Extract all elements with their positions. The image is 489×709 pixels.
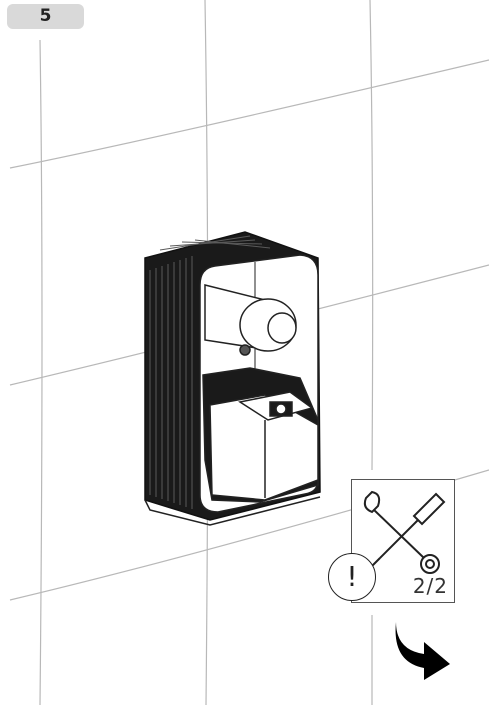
wrench-icon — [363, 490, 440, 574]
valve-unit — [202, 367, 319, 503]
step-number-badge: 5 — [7, 4, 84, 29]
pipe-cylinder — [204, 284, 297, 356]
warning-symbol: ! — [346, 560, 358, 593]
curved-arrow-icon[interactable] — [390, 618, 454, 682]
page-counter: 2/2 — [412, 574, 448, 598]
screwdriver-icon — [371, 492, 446, 567]
warning-icon: ! — [328, 553, 376, 601]
